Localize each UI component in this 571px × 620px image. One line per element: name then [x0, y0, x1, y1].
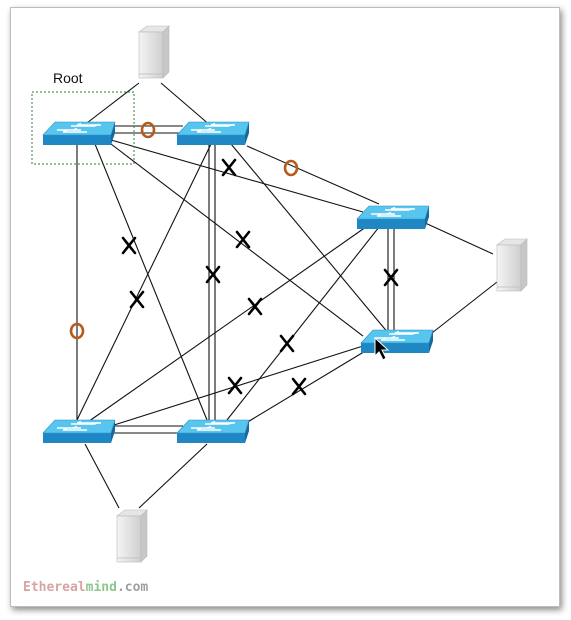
- forwarding-marker-a-b: [140, 121, 156, 139]
- svg-text:Etherealmind.com: Etherealmind.com: [23, 580, 148, 595]
- link-b-d: [76, 143, 212, 421]
- links: [76, 82, 498, 509]
- blocked-marker-b-d: [129, 290, 145, 309]
- root-bridge-box: [31, 91, 135, 165]
- link-c-d: [84, 221, 374, 425]
- link-a-c: [110, 139, 364, 213]
- switch-f[interactable]: [360, 329, 434, 354]
- network-topology-diagram: Root Etherealmind.com: [23, 25, 528, 595]
- root-label: Root: [53, 70, 83, 86]
- switch-b[interactable]: [176, 121, 250, 146]
- forwarding-markers: [69, 121, 299, 340]
- host-right[interactable]: [496, 238, 528, 292]
- link-f-host-right: [422, 281, 498, 341]
- watermark-part1: Ethereal: [23, 580, 86, 595]
- host-top[interactable]: [138, 25, 170, 79]
- link-c-e: [226, 221, 384, 421]
- forwarding-marker-b-c: [283, 159, 299, 177]
- blocked-markers: [121, 158, 399, 396]
- blocked-marker-f-e: [227, 376, 243, 395]
- link-e-host-bottom: [138, 443, 208, 509]
- forwarding-marker-a-d: [69, 322, 85, 340]
- host-bottom[interactable]: [116, 509, 148, 563]
- diagram-frame: Root Etherealmind.com: [10, 7, 560, 607]
- blocked-marker-c-d: [247, 297, 263, 316]
- switch-d[interactable]: [42, 419, 116, 444]
- blocked-marker-a-f: [235, 230, 251, 249]
- switch-e[interactable]: [176, 419, 250, 444]
- blocked-marker-a-e: [121, 236, 137, 255]
- switch-c[interactable]: [356, 205, 430, 230]
- blocked-marker-c-f: [383, 268, 399, 287]
- mouse-cursor-icon: [374, 336, 390, 361]
- switch-a-root[interactable]: [42, 121, 116, 146]
- blocked-marker-c-e: [279, 334, 295, 353]
- link-b-f: [230, 143, 390, 335]
- blocked-marker-b-e: [205, 265, 221, 284]
- link-f-e: [240, 349, 368, 427]
- blocked-marker-b-e-top: [221, 158, 237, 177]
- link-host-top-a: [82, 82, 140, 127]
- link-b-c: [246, 145, 380, 205]
- watermark-part2: mind: [86, 580, 117, 595]
- blocked-marker-f-d: [291, 377, 307, 396]
- link-a-f: [110, 143, 364, 337]
- link-d-host-bottom: [84, 443, 120, 509]
- link-a-e: [94, 143, 208, 421]
- link-host-top-b: [160, 82, 212, 127]
- watermark-logo: Etherealmind.com: [23, 580, 148, 595]
- link-c-host-right: [422, 221, 494, 255]
- watermark-part3: .com: [117, 580, 148, 595]
